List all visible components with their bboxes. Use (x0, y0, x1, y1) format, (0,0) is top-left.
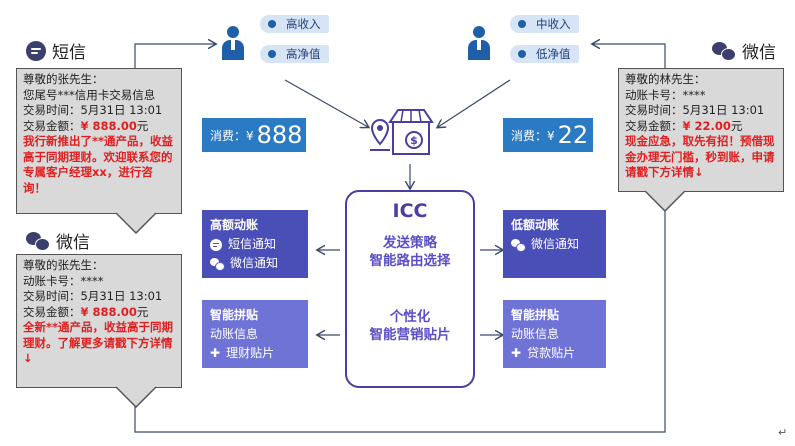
line-left-person-to-store (284, 79, 368, 127)
sms-message-box: 尊敬的张先生： 您尾号***信用卡交易信息 交易时间：5月31日 13:01 交… (16, 68, 182, 214)
wechat-promo-text-right: 现金应急，取先有招！预借现金办理无门槛，秒到账，申请请戳下方详情↓ (625, 134, 775, 179)
card-high-amount: 高额动账 短信通知 微信通知 (202, 210, 308, 278)
sms-callout-tail (116, 212, 156, 234)
wechat-icon (210, 257, 225, 271)
icc-title: ICC (392, 200, 428, 222)
person-icon (468, 26, 490, 60)
spend-box-left: 消费：¥ 888 (202, 118, 306, 152)
tag-right-2: 低净值 (510, 45, 579, 63)
card-low-amount: 低额动账 微信通知 (503, 210, 606, 278)
tag-left-1: 高收入 (260, 15, 329, 33)
store-icon: $ (370, 109, 434, 155)
line-bottom-loop (134, 208, 666, 433)
svg-text:$: $ (410, 134, 418, 147)
card-patch-left: 智能拼贴 动账信息 ✚理财贴片 (202, 300, 308, 368)
puzzle-icon: ✚ (210, 346, 221, 360)
wechat-icon (26, 231, 50, 251)
card-patch-right: 智能拼贴 动账信息 ✚贷款贴片 (503, 300, 606, 368)
tag-left-2: 高净值 (260, 45, 329, 63)
wechat-message-box-right: 尊敬的林先生： 动账卡号：**** 交易时间：5月31日 13:01 交易金额：… (618, 68, 784, 192)
right-top-channel-title: 微信 (712, 38, 776, 63)
left-top-channel-title: 短信 (26, 38, 86, 63)
wechat-callout-tail-left (116, 386, 156, 408)
sms-icon (26, 40, 46, 61)
wechat-callout-tail-right (645, 190, 685, 212)
puzzle-icon: ✚ (511, 346, 522, 360)
wechat-icon (511, 238, 526, 252)
location-pin-icon (370, 119, 390, 151)
paragraph-mark: ↵ (778, 426, 788, 439)
wechat-icon (712, 41, 736, 61)
spend-box-right: 消费：¥ 22 (503, 118, 593, 152)
wechat-promo-text-left: 全新**通产品，收益高于同期理财。了解更多请戳下方详情↓ (23, 320, 174, 365)
person-icon (222, 26, 244, 60)
wechat-message-box-left: 尊敬的张先生： 动账卡号：**** 交易时间：5月31日 13:01 交易金额：… (16, 254, 182, 388)
sms-icon (210, 238, 222, 251)
left-bottom-channel-title: 微信 (26, 228, 90, 253)
tag-right-1: 中收入 (510, 15, 579, 33)
icc-center-box: ICC 发送策略 智能路由选择 个性化 智能营销贴片 (345, 190, 475, 388)
line-right-person-to-store (438, 79, 511, 127)
line-left-top-to-person (134, 44, 215, 68)
line-right-to-person (593, 44, 666, 68)
sms-promo-text: 我行新推出了**通产品，收益高于同期理财。欢迎联系您的专属客户经理xx，进行咨询… (23, 134, 174, 195)
